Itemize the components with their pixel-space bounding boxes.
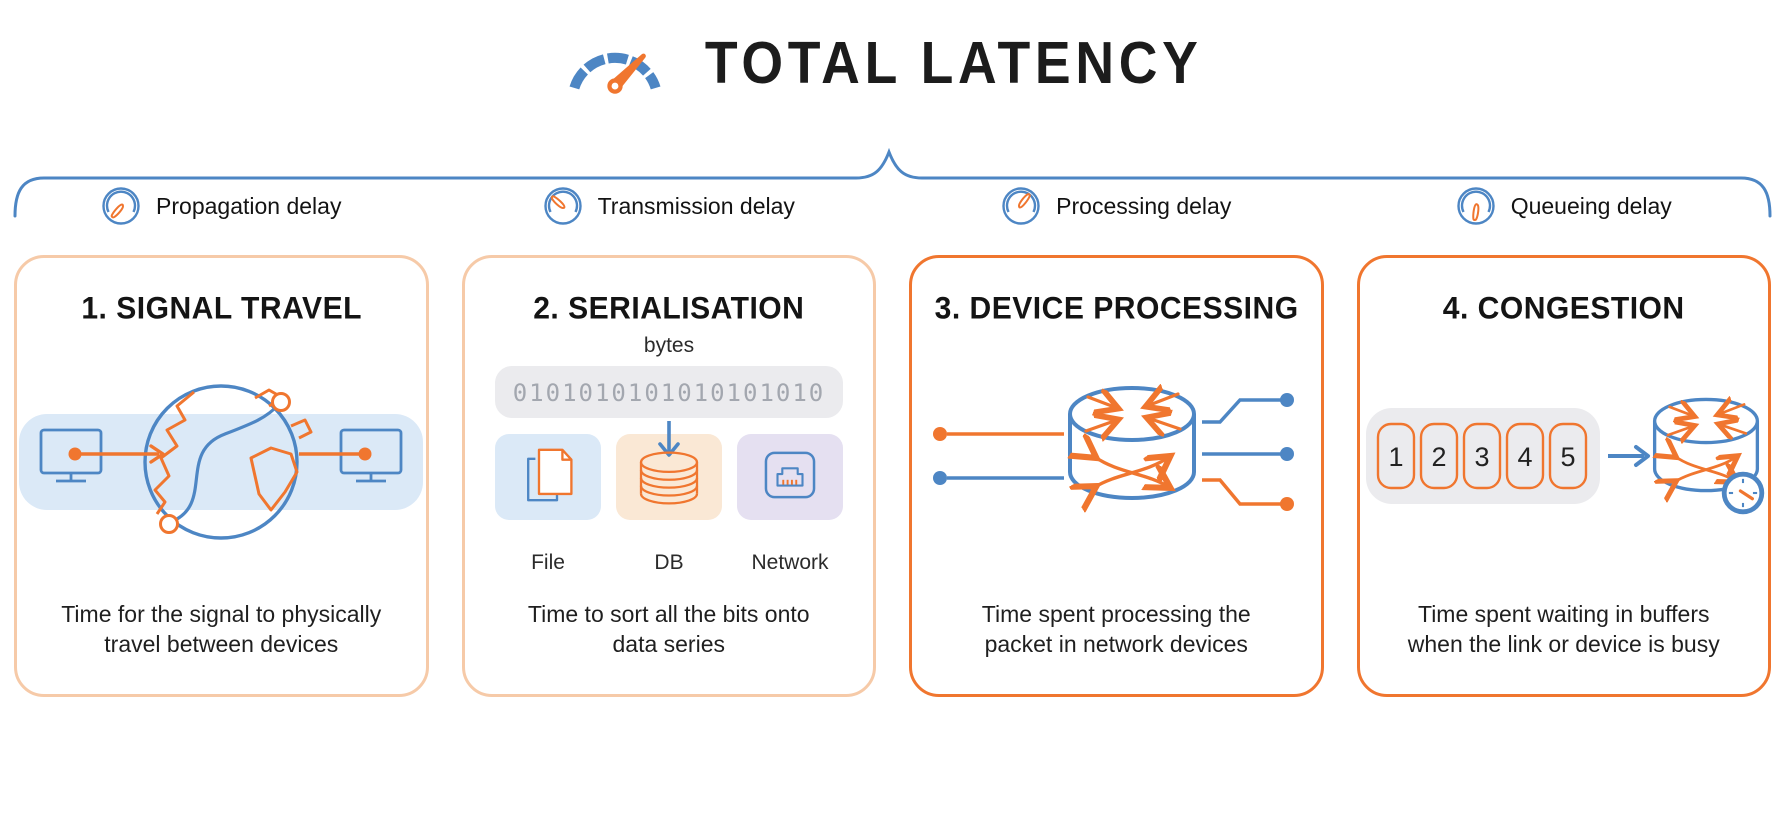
packet-number: 2 [1431,442,1446,472]
clock-icon [1724,475,1762,513]
file-label: File [531,551,565,574]
bytes-label: bytes [644,334,694,357]
card-title: 1. SIGNAL TRAVEL [80,289,362,326]
page-title: TOTAL LATENCY [704,29,1203,97]
header: TOTAL LATENCY [0,30,1785,96]
brace [0,140,1785,225]
db-tile [615,434,722,521]
input-links [933,427,1065,486]
route-line [170,403,281,524]
route-node [271,392,292,413]
signal-line-right [299,447,372,461]
card-title: 4. CONGESTION [1442,289,1685,326]
packet-queue: 1 2 3 4 5 [1376,423,1587,490]
packet-number: 3 [1474,442,1489,472]
serialisation-illustration: bytes 0101010101010101010 File DB N [465,326,874,599]
gauge-icon [1001,186,1041,226]
packet-number: 5 [1560,442,1575,472]
binary-string: 0101010101010101010 [512,379,825,407]
delay-queueing: Queueing delay [1357,180,1772,232]
card-title: 2. SERIALISATION [533,289,805,326]
congestion-illustration: 1 2 3 4 5 [1360,326,1769,599]
globe-icon [143,384,299,541]
delay-propagation: Propagation delay [14,180,429,232]
delay-transmission: Transmission delay [462,180,877,232]
right-arrow-icon [1607,445,1650,468]
delay-label: Propagation delay [156,192,342,219]
gauge-icon [1456,186,1496,226]
card-device-processing: 3. DEVICE PROCESSING [909,255,1324,697]
delay-labels-row: Propagation delay Transmission delay Pro… [14,180,1771,232]
card-description: Time for the signal to physically travel… [61,600,382,658]
card-congestion: 4. CONGESTION 1 2 3 4 5 [1356,255,1771,697]
delay-label: Transmission delay [597,192,795,219]
band-background [19,414,424,511]
device-processing-illustration [912,326,1321,599]
route-node [159,514,180,535]
signal-travel-illustration [17,326,426,599]
output-links [1202,393,1295,512]
network-label: Network [751,551,829,574]
card-description: Time spent waiting in buffers when the l… [1407,600,1720,658]
cards-row: 1. SIGNAL TRAVEL [14,255,1771,697]
packet-number: 4 [1517,442,1532,472]
delay-processing: Processing delay [909,180,1324,232]
router-icon [1070,388,1194,498]
gauge-icon [543,186,583,226]
speedometer-icon [569,52,661,94]
bytes-strip [494,366,843,419]
signal-arrow-left [68,444,165,465]
card-description: Time spent processing the packet in netw… [981,600,1251,658]
gauge-icon [101,186,141,226]
network-tile [736,434,843,521]
down-arrow-icon [657,421,680,458]
card-serialisation: 2. SERIALISATION bytes 01010101010101010… [461,255,876,697]
db-label: DB [654,551,683,574]
card-signal-travel: 1. SIGNAL TRAVEL [14,255,429,697]
card-description: Time to sort all the bits onto data seri… [527,600,810,658]
delay-label: Queueing delay [1510,192,1672,219]
delay-label: Processing delay [1056,192,1232,219]
packet-number: 1 [1388,442,1403,472]
card-title: 3. DEVICE PROCESSING [934,289,1299,326]
